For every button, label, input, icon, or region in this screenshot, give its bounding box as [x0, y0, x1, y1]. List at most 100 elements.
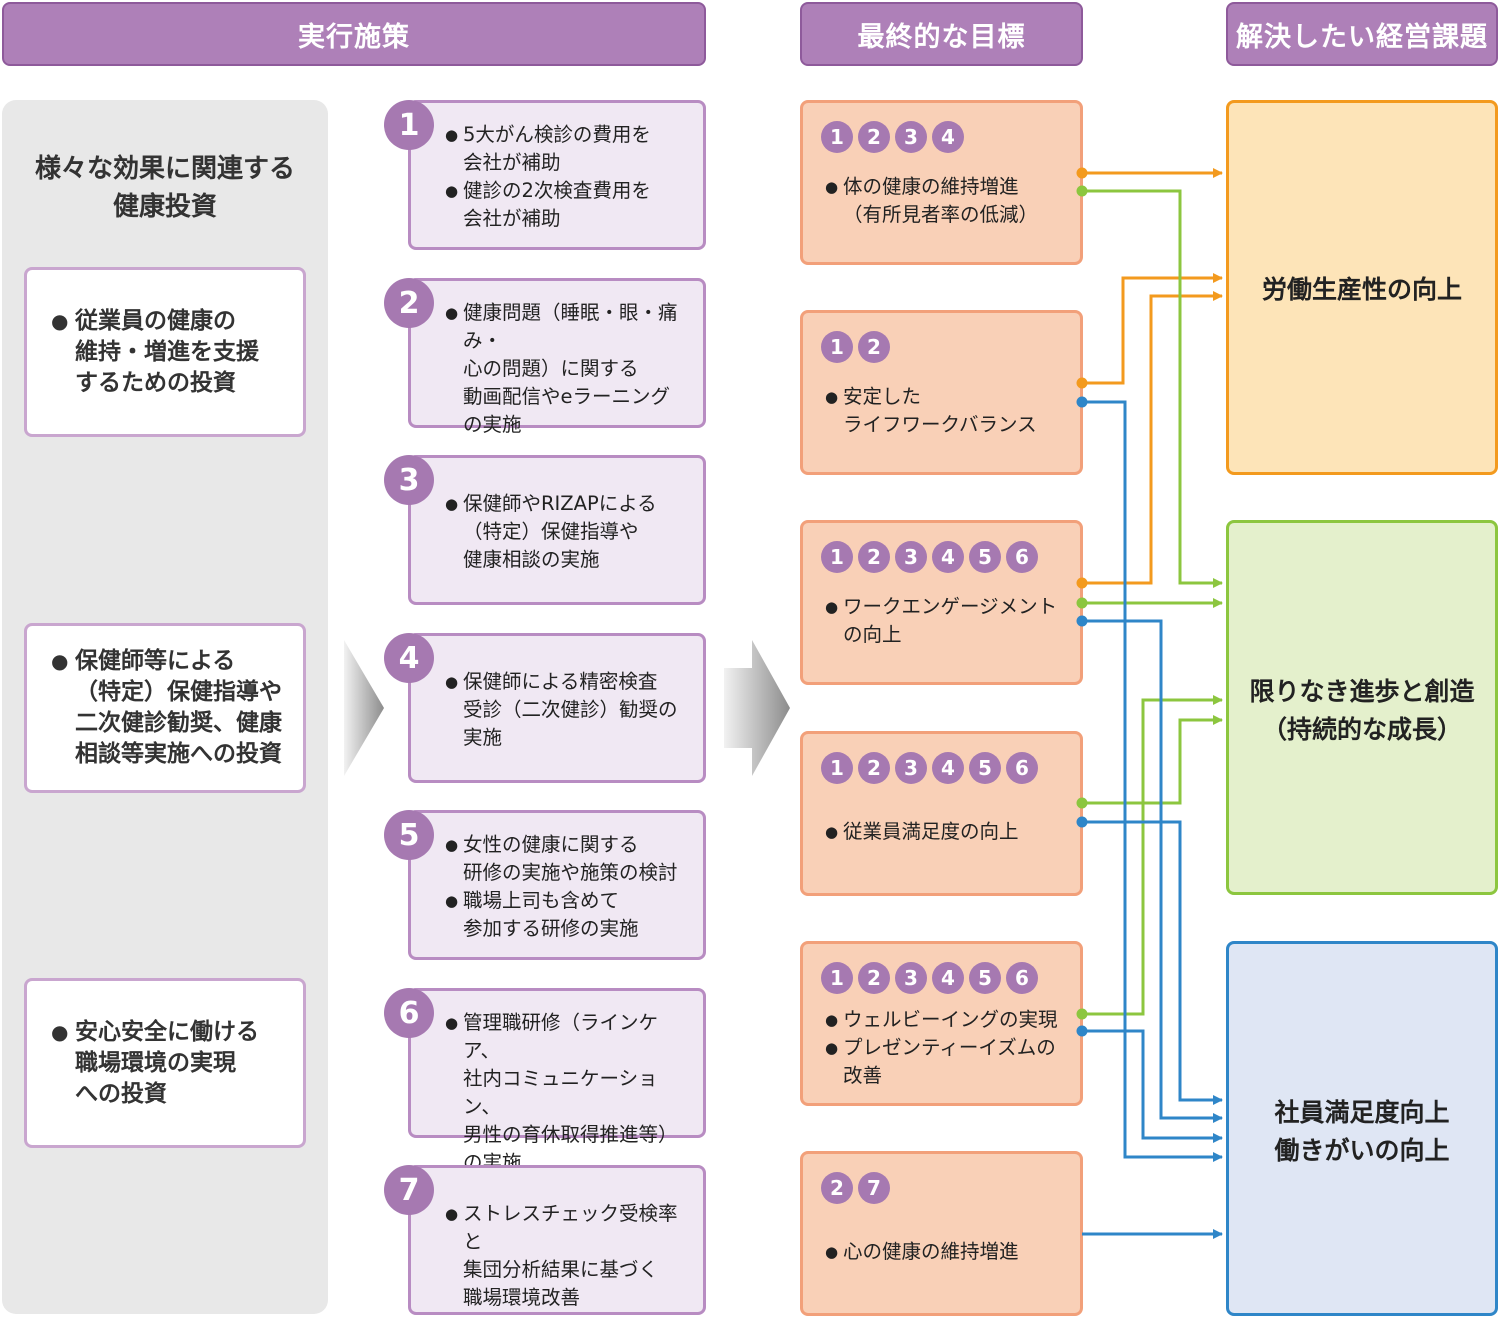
objective-5-badge: 3 — [895, 962, 927, 994]
objective-6-badge: 7 — [858, 1172, 890, 1204]
measure-number-7: 7 — [384, 1165, 434, 1215]
measure-box-1: ●5大がん検診の費用を 会社が補助 ●健診の2次検査費用を 会社が補助 — [408, 100, 706, 250]
objective-4-badge: 4 — [932, 752, 964, 784]
objective-3-badge: 3 — [895, 541, 927, 573]
investment-item-1: 従業員の健康の 維持・増進を支援 するための投資 — [24, 267, 306, 437]
measure-4-bullet-1: 保健師による精密検査 受診（二次健診）勧奨の 実施 — [463, 670, 678, 749]
objective-1-text: 体の健康の維持増進 （有所見者率の低減） — [843, 175, 1039, 226]
connector-dot-green — [1076, 597, 1088, 609]
objective-3-badge: 4 — [932, 541, 964, 573]
issue-satisfaction-text: 社員満足度向上 働きがいの向上 — [1274, 1098, 1450, 1165]
measure-3-bullet-1: 保健師やRIZAPによる （特定）保健指導や 健康相談の実施 — [463, 492, 657, 571]
investment-title: 様々な効果に関連する 健康投資 — [34, 154, 295, 222]
measure-1-bullet-1: 5大がん検診の費用を 会社が補助 — [463, 123, 651, 174]
objective-5-text-2: プレゼンティーイズムの 改善 — [843, 1036, 1056, 1087]
measure-5-bullet-1: 女性の健康に関する 研修の実施や施策の検討 — [463, 833, 678, 884]
connector-dot-orange — [1076, 377, 1088, 389]
objective-box-2: 1 2 ●安定した ライフワークバランス — [800, 310, 1083, 475]
issue-box-productivity: 労働生産性の向上 — [1226, 100, 1498, 475]
measure-2-bullet-1: 健康問題（睡眠・眼・痛み・ 心の問題）に関する 動画配信やeラーニング の実施 — [463, 301, 678, 436]
objective-4-badge: 5 — [969, 752, 1001, 784]
objective-6-text: 心の健康の維持増進 — [843, 1240, 1019, 1263]
objective-5-badge: 1 — [821, 962, 853, 994]
objective-3-text: ワークエンゲージメント の向上 — [843, 595, 1058, 646]
header-measures: 実行施策 — [2, 2, 706, 66]
issue-productivity-text: 労働生産性の向上 — [1261, 275, 1462, 304]
connector-green — [1082, 695, 1223, 1016]
investment-item-3-text: 安心安全に働ける 職場環境の実現 への投資 — [27, 1017, 259, 1110]
connector-dot-blue — [1076, 816, 1088, 828]
connector-blue — [1082, 619, 1223, 1123]
objective-box-3: 1 2 3 4 5 6 ●ワークエンゲージメント の向上 — [800, 520, 1083, 685]
investment-item-1-text: 従業員の健康の 維持・増進を支援 するための投資 — [27, 306, 259, 399]
objective-box-5: 1 2 3 4 5 6 ●ウェルビーイングの実現 ●プレゼンティーイズムの 改善 — [800, 941, 1083, 1106]
measure-box-6: ●管理職研修（ラインケア、 社内コミュニケーション、 男性の育休取得推進等） の… — [408, 988, 706, 1174]
connector-blue — [1082, 400, 1223, 1162]
connector-dot-blue — [1076, 1025, 1088, 1037]
objective-5-badge: 5 — [969, 962, 1001, 994]
objective-4-badge: 2 — [858, 752, 890, 784]
header-objectives: 最終的な目標 — [800, 2, 1083, 66]
measure-6-bullet-1: 管理職研修（ラインケア、 社内コミュニケーション、 男性の育休取得推進等） の実… — [463, 1011, 678, 1174]
objective-4-badge: 6 — [1006, 752, 1038, 784]
investment-item-3: 安心安全に働ける 職場環境の実現 への投資 — [24, 978, 306, 1148]
connector-orange — [1082, 291, 1223, 585]
objective-5-text-1: ウェルビーイングの実現 — [843, 1008, 1058, 1031]
measure-box-2: ●健康問題（睡眠・眼・痛み・ 心の問題）に関する 動画配信やeラーニング の実施 — [408, 278, 706, 436]
connector-green — [1082, 189, 1223, 588]
flow-arrow-2-icon — [724, 640, 790, 776]
objective-1-badge: 2 — [858, 121, 890, 153]
investment-item-2-text: 保健師等による （特定）保健指導や 二次健診勧奨、健康 相談等実施への投資 — [27, 646, 282, 770]
measure-number-6: 6 — [384, 988, 434, 1038]
issue-box-satisfaction: 社員満足度向上 働きがいの向上 — [1226, 941, 1498, 1316]
measure-box-4: ●保健師による精密検査 受診（二次健診）勧奨の 実施 — [408, 633, 706, 783]
connector-orange — [1082, 273, 1223, 385]
connector-dot-blue — [1076, 615, 1088, 627]
connector-dot-orange — [1076, 167, 1088, 179]
measure-number-3: 3 — [384, 455, 434, 505]
objective-4-text: 従業員満足度の向上 — [843, 820, 1019, 843]
flow-arrow-1-icon — [344, 640, 384, 776]
objective-2-text: 安定した ライフワークバランス — [843, 385, 1037, 436]
issue-growth-text: 限りなき進歩と創造 （持続的な成長） — [1249, 677, 1475, 744]
connector-blue — [1082, 1029, 1223, 1143]
connector-dot-blue — [1076, 396, 1088, 408]
connector-dot-green — [1076, 797, 1088, 809]
measure-box-7: ●ストレスチェック受検率と 集団分析結果に基づく 職場環境改善 — [408, 1165, 706, 1315]
objective-6-badge: 2 — [821, 1172, 853, 1204]
objective-5-badge: 6 — [1006, 962, 1038, 994]
objective-2-badge: 1 — [821, 331, 853, 363]
connector-dot-green — [1076, 185, 1088, 197]
connector-dot-green — [1076, 1008, 1088, 1020]
measure-1-bullet-2: 健診の2次検査費用を 会社が補助 — [463, 179, 651, 230]
objective-2-badge: 2 — [858, 331, 890, 363]
objective-3-badge: 1 — [821, 541, 853, 573]
objective-5-badge: 4 — [932, 962, 964, 994]
objective-1-badge: 4 — [932, 121, 964, 153]
objective-box-1: 1 2 3 4 ●体の健康の維持増進 （有所見者率の低減） — [800, 100, 1083, 265]
objective-4-badge: 1 — [821, 752, 853, 784]
measure-box-5: ●女性の健康に関する 研修の実施や施策の検討 ●職場上司も含めて 参加する研修の… — [408, 810, 706, 960]
objective-3-badge: 2 — [858, 541, 890, 573]
objective-3-badge: 5 — [969, 541, 1001, 573]
measure-7-bullet-1: ストレスチェック受検率と 集団分析結果に基づく 職場環境改善 — [463, 1202, 678, 1309]
objective-box-6: 2 7 ●心の健康の維持増進 — [800, 1151, 1083, 1316]
connector-green — [1082, 715, 1223, 805]
measure-5-bullet-2: 職場上司も含めて 参加する研修の実施 — [463, 889, 639, 940]
objective-box-4: 1 2 3 4 5 6 ●従業員満足度の向上 — [800, 731, 1083, 896]
objective-3-badge: 6 — [1006, 541, 1038, 573]
measure-box-3: ●保健師やRIZAPによる （特定）保健指導や 健康相談の実施 — [408, 455, 706, 605]
objective-1-badge: 1 — [821, 121, 853, 153]
connector-blue — [1082, 820, 1223, 1105]
objective-1-badge: 3 — [895, 121, 927, 153]
header-issues: 解決したい経営課題 — [1226, 2, 1498, 66]
objective-4-badge: 3 — [895, 752, 927, 784]
measure-number-1: 1 — [384, 100, 434, 150]
issue-box-growth: 限りなき進歩と創造 （持続的な成長） — [1226, 520, 1498, 895]
measure-number-2: 2 — [384, 278, 434, 328]
investment-item-2: 保健師等による （特定）保健指導や 二次健診勧奨、健康 相談等実施への投資 — [24, 623, 306, 793]
measure-number-4: 4 — [384, 633, 434, 683]
connector-dot-orange — [1076, 577, 1088, 589]
measure-number-5: 5 — [384, 810, 434, 860]
